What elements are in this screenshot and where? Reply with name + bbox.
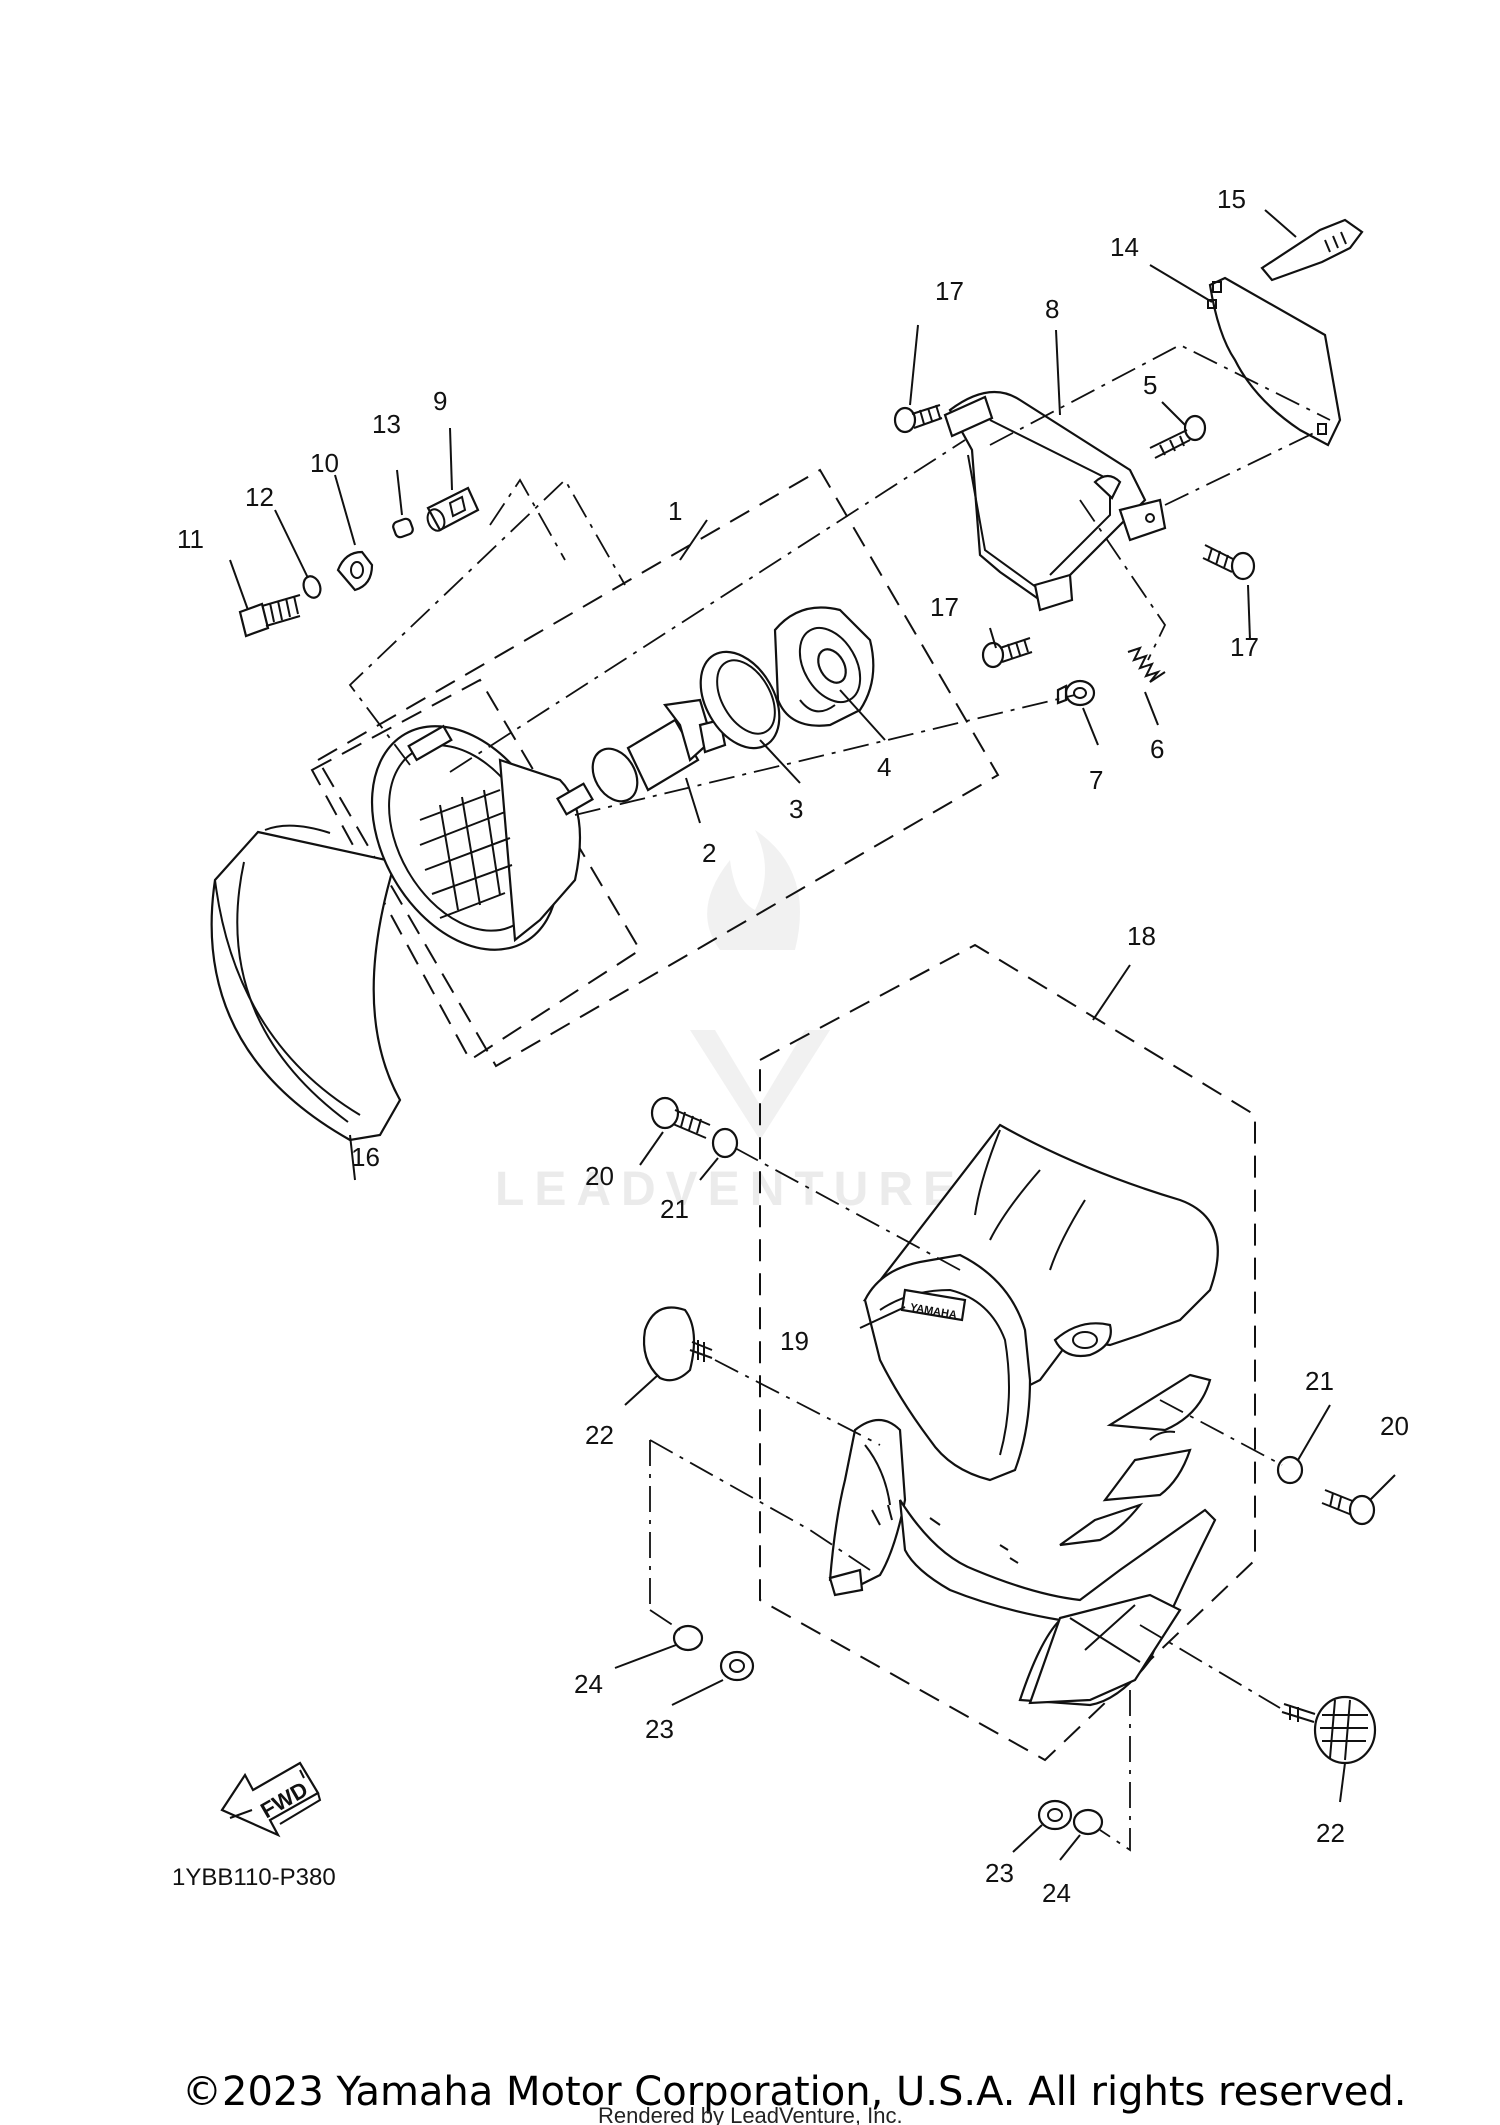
assembly-line-lower-2 — [714, 1359, 881, 1446]
callout-19: 19 — [780, 1326, 809, 1356]
collar-21-right — [1276, 1455, 1304, 1485]
group-1-outline — [316, 468, 1000, 1068]
callout-20-left: 20 — [585, 1161, 614, 1191]
assembly-line-upper-3 — [989, 343, 1331, 446]
bolt-20-left — [650, 1096, 711, 1139]
callout-18: 18 — [1127, 921, 1156, 951]
callouts: 1 2 3 4 5 6 7 8 9 10 11 12 13 14 15 16 1… — [177, 184, 1409, 1908]
bolt-17-right — [1202, 544, 1256, 581]
headlight-lens-unit — [370, 724, 594, 951]
lens-unit-outline — [310, 678, 642, 1062]
callout-24-left: 24 — [574, 1669, 603, 1699]
headlight-fairing — [862, 1123, 1219, 1547]
headlight-bulb — [591, 698, 727, 803]
callout-11: 11 — [177, 524, 204, 554]
assembly-line-upper-1 — [348, 478, 626, 766]
assembly-line-upper-7 — [489, 478, 566, 561]
callout-8: 8 — [1045, 294, 1059, 324]
callout-4: 4 — [877, 752, 891, 782]
callout-7: 7 — [1089, 765, 1103, 795]
fwd-arrow-icon: FWD — [220, 1761, 322, 1838]
dust-cover — [773, 606, 875, 727]
callout-13: 13 — [372, 409, 401, 439]
fairing-side-panel-left — [828, 1418, 907, 1597]
callout-17-right: 17 — [1230, 632, 1259, 662]
callout-3: 3 — [789, 794, 803, 824]
assembly-line-lower-5 — [1139, 1624, 1281, 1709]
callout-23-right: 23 — [985, 1858, 1014, 1888]
callout-5: 5 — [1143, 370, 1157, 400]
headlight-rim — [210, 824, 402, 1142]
callout-1: 1 — [668, 496, 682, 526]
collar-13 — [392, 517, 414, 539]
grommet-10 — [336, 550, 374, 592]
spring-6 — [1127, 646, 1166, 683]
callout-9: 9 — [433, 386, 447, 416]
bolt-17-middle — [981, 637, 1033, 669]
washer-24-right — [1072, 1808, 1104, 1836]
assembly-line-upper-5 — [574, 694, 1076, 816]
assembly-line-lower-4 — [1159, 1399, 1283, 1466]
assembly-line-lower-6 — [1099, 1690, 1131, 1852]
callout-15: 15 — [1217, 184, 1246, 214]
callout-22-right: 22 — [1316, 1818, 1345, 1848]
assembly-line-lower-1 — [734, 1147, 961, 1271]
headlight-bracket — [943, 390, 1167, 612]
group-18-outline — [759, 943, 1256, 1762]
callout-12: 12 — [245, 482, 274, 512]
cable-band-15 — [1260, 218, 1364, 282]
leader-lines — [229, 209, 1396, 1861]
callout-10: 10 — [310, 448, 339, 478]
copyright-notice: ©2023 Yamaha Motor Corporation, U.S.A. A… — [182, 2069, 1407, 2115]
callout-20-right: 20 — [1380, 1411, 1409, 1441]
callout-16: 16 — [351, 1142, 380, 1172]
nut-23-right — [1037, 1799, 1073, 1831]
collar-21-left — [711, 1127, 739, 1159]
bolt-20-right — [1321, 1489, 1376, 1526]
grommet-22-right — [1281, 1695, 1377, 1765]
grommet-22-left — [642, 1306, 713, 1382]
callout-23-left: 23 — [645, 1714, 674, 1744]
callout-21-right: 21 — [1305, 1366, 1334, 1396]
nut-7 — [1056, 679, 1096, 707]
bolt-17-top — [893, 404, 943, 434]
watermark: LEADVENTURE — [495, 830, 965, 1216]
callout-14: 14 — [1110, 232, 1139, 262]
callout-24-right: 24 — [1042, 1878, 1071, 1908]
nut-23-left — [719, 1650, 755, 1682]
screw-5 — [1149, 414, 1207, 459]
damper-9 — [426, 486, 480, 532]
washer-24-left — [672, 1624, 704, 1652]
assembly-line-upper-2 — [449, 439, 966, 773]
assembly-line-upper-6 — [1079, 499, 1167, 661]
callout-22-left: 22 — [585, 1420, 614, 1450]
fairing-lower-chin — [898, 1499, 1217, 1707]
washer-12 — [302, 575, 322, 599]
headlight-cover-plate — [1207, 276, 1342, 447]
assembly-line-upper-4 — [1164, 429, 1321, 506]
callout-2: 2 — [702, 838, 716, 868]
diagram-code: 1YBB110-P380 — [172, 1864, 336, 1891]
rendered-by-notice: Rendered by LeadVenture, Inc. — [598, 2103, 903, 2125]
callout-21-left: 21 — [660, 1194, 689, 1224]
watermark-text: LEADVENTURE — [495, 1163, 965, 1216]
assembly-line-lower-3 — [649, 1439, 871, 1631]
callout-17-middle: 17 — [930, 592, 959, 622]
callout-6: 6 — [1150, 734, 1164, 764]
callout-17-top: 17 — [935, 276, 964, 306]
bulb-socket-ring — [699, 650, 781, 750]
bolt-11 — [238, 594, 301, 638]
